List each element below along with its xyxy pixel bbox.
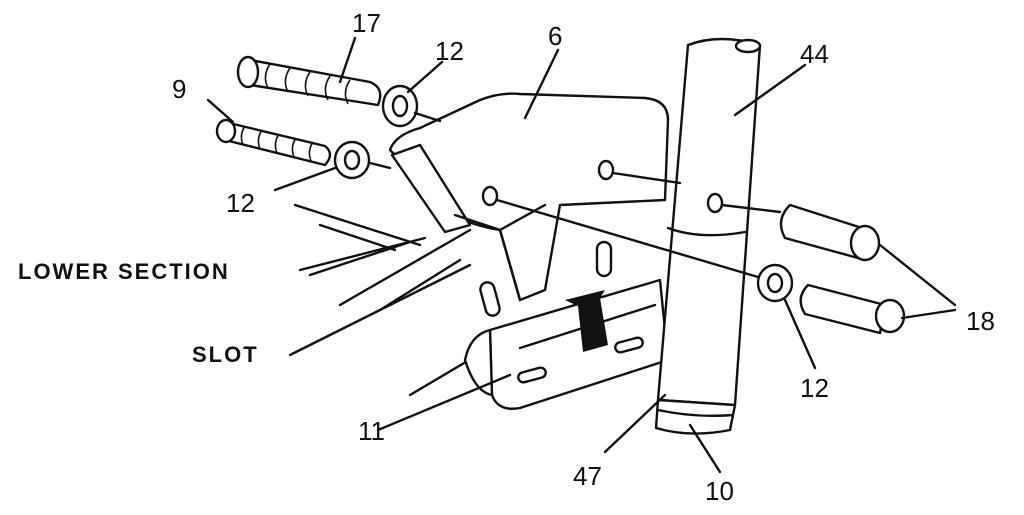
slot-marker-arrow bbox=[565, 290, 608, 352]
pin-18-upper bbox=[779, 203, 881, 262]
label-slot: SLOT bbox=[192, 342, 259, 367]
label-12-top: 12 bbox=[435, 36, 464, 66]
label-47: 47 bbox=[573, 461, 602, 491]
bracket-plate-11 bbox=[463, 278, 670, 410]
pin-18-lower bbox=[799, 283, 906, 335]
vertical-tube-44 bbox=[656, 37, 762, 407]
leader-lines bbox=[206, 36, 957, 474]
assembly-lines bbox=[368, 111, 782, 279]
label-9: 9 bbox=[172, 74, 186, 104]
bolt-17 bbox=[236, 55, 382, 107]
label-17: 17 bbox=[352, 8, 381, 38]
label-11: 11 bbox=[358, 416, 385, 446]
label-6: 6 bbox=[548, 21, 562, 51]
label-18: 18 bbox=[966, 306, 995, 336]
washer-12-left bbox=[333, 140, 371, 180]
bolt-9 bbox=[215, 118, 332, 167]
label-12-left: 12 bbox=[226, 188, 255, 218]
washer-12-top bbox=[381, 84, 419, 128]
label-44: 44 bbox=[800, 39, 829, 69]
upper-bracket-6 bbox=[388, 92, 670, 317]
tube-end-cap-10 bbox=[654, 398, 737, 435]
label-lower-section: LOWER SECTION bbox=[18, 259, 230, 284]
washer-12-right bbox=[756, 263, 794, 303]
label-10: 10 bbox=[705, 476, 734, 506]
label-12-right: 12 bbox=[800, 373, 829, 403]
